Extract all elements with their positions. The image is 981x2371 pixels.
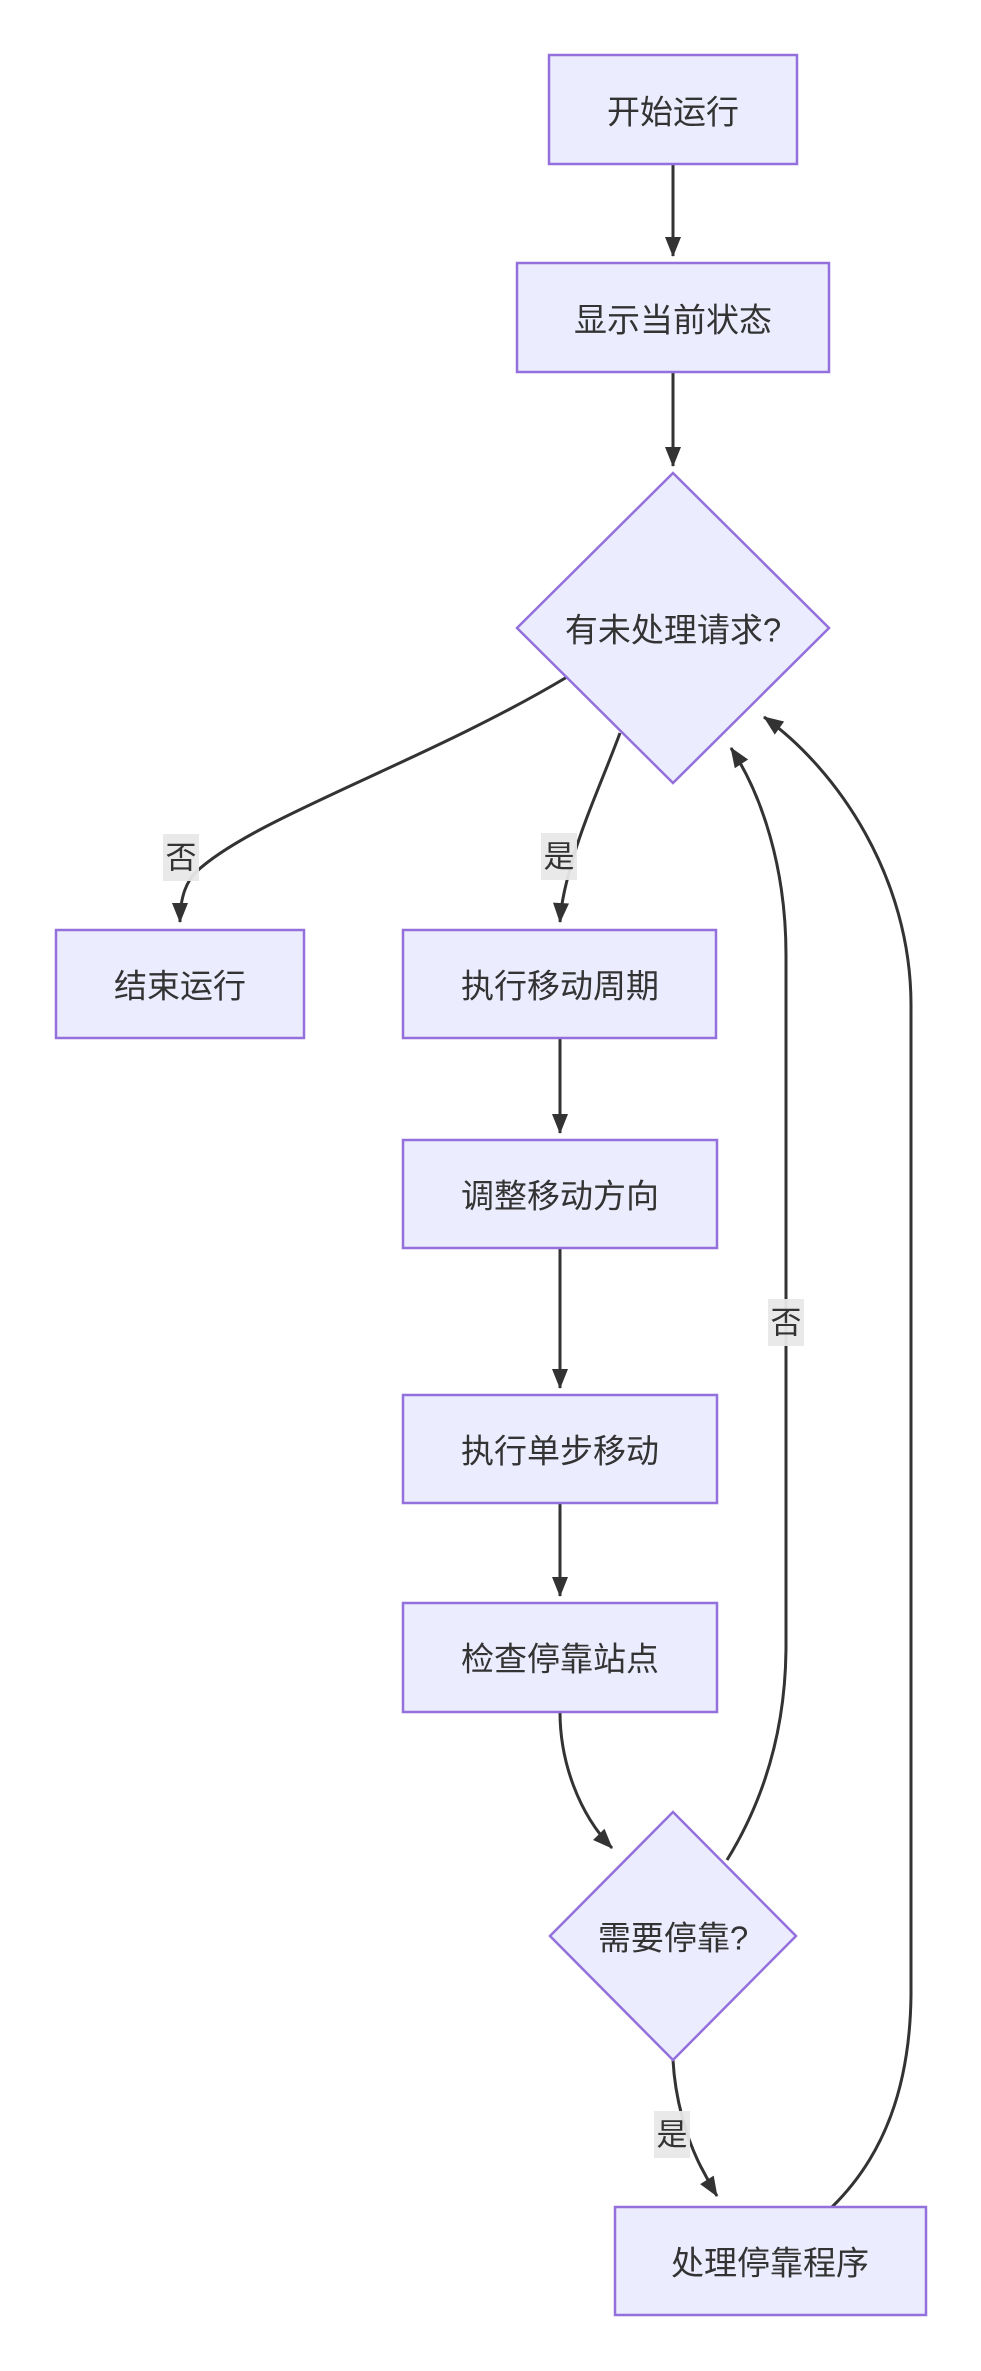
edge-label-yes-bottom-text: 是 bbox=[657, 2118, 688, 2153]
edge-check-stations-to-need-dock-arrow bbox=[558, 1711, 614, 1850]
node-end-run-label: 结束运行 bbox=[114, 968, 246, 1005]
node-handle-dock-box bbox=[613, 2205, 928, 2317]
node-show-status-box bbox=[515, 261, 831, 374]
edge-handle-dock-to-has-requests-arrow bbox=[763, 715, 913, 2209]
edge-has-requests-no-to-end-run-arrow bbox=[172, 675, 568, 923]
node-single-step: 执行单步移动 bbox=[401, 1393, 719, 1505]
node-handle-dock: 处理停靠程序 bbox=[613, 2205, 928, 2317]
edge-label-no-left: 否 bbox=[163, 834, 199, 881]
node-need-dock-label: 需要停靠? bbox=[598, 1920, 748, 1957]
node-handle-dock-label: 处理停靠程序 bbox=[671, 2245, 869, 2282]
edge-label-yes-top-text: 是 bbox=[544, 840, 575, 875]
node-run-move-cycle: 执行移动周期 bbox=[401, 928, 718, 1040]
node-end-run: 结束运行 bbox=[54, 928, 306, 1040]
edge-label-yes-bottom: 是 bbox=[654, 2111, 690, 2158]
node-need-dock-diamond bbox=[548, 1810, 798, 2062]
node-check-stations: 检查停靠站点 bbox=[401, 1601, 719, 1714]
node-show-status-label: 显示当前状态 bbox=[574, 302, 772, 339]
node-start: 开始运行 bbox=[547, 53, 799, 166]
edge-label-no-left-text: 否 bbox=[166, 841, 197, 876]
edge-has-requests-yes-to-run-move-cycle-arrow bbox=[553, 732, 622, 923]
edge-label-no-right: 否 bbox=[768, 1299, 804, 1346]
edge-label-no-right-bg bbox=[768, 1299, 804, 1346]
node-check-stations-label: 检查停靠站点 bbox=[461, 1641, 659, 1678]
node-single-step-label: 执行单步移动 bbox=[461, 1433, 659, 1470]
edge-need-dock-yes-to-handle-dock-arrow bbox=[671, 2059, 719, 2197]
node-need-dock-decision: 需要停靠? bbox=[548, 1810, 798, 2062]
node-start-label: 开始运行 bbox=[607, 94, 739, 131]
node-adjust-direction-label: 调整移动方向 bbox=[461, 1178, 659, 1215]
node-run-move-cycle-label: 执行移动周期 bbox=[461, 968, 659, 1005]
node-end-run-box bbox=[54, 928, 306, 1040]
node-run-move-cycle-box bbox=[401, 928, 718, 1040]
edge-label-no-left-bg bbox=[163, 834, 199, 881]
node-has-requests-diamond bbox=[515, 471, 831, 785]
node-has-requests-decision: 有未处理请求? bbox=[515, 471, 831, 785]
node-has-requests-label: 有未处理请求? bbox=[565, 612, 781, 649]
node-check-stations-box bbox=[401, 1601, 719, 1714]
node-adjust-direction: 调整移动方向 bbox=[401, 1138, 719, 1250]
edge-label-yes-top: 是 bbox=[541, 833, 577, 880]
edge-label-yes-top-bg bbox=[541, 833, 577, 880]
edge-label-yes-bottom-bg bbox=[654, 2111, 690, 2158]
node-adjust-direction-box bbox=[401, 1138, 719, 1250]
node-start-box bbox=[547, 53, 799, 166]
node-show-status: 显示当前状态 bbox=[515, 261, 831, 374]
edge-need-dock-no-to-has-requests-arrow bbox=[725, 747, 788, 1861]
node-single-step-box bbox=[401, 1393, 719, 1505]
edge-label-no-right-text: 否 bbox=[771, 1306, 802, 1341]
